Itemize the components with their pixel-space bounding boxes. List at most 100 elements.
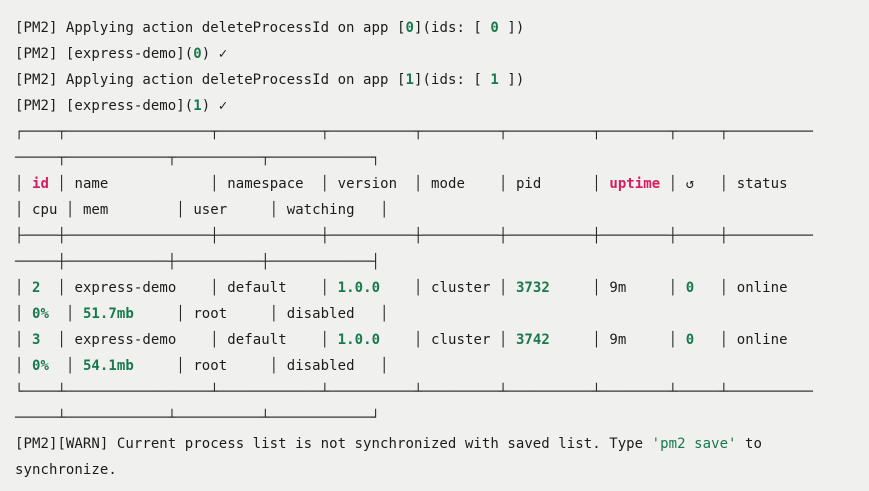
- table-row-0-secondary: │ 0% │ 51.7mb │ root │ disabled │: [15, 301, 869, 327]
- pm2-process-table: ┌────┬─────────────────┬────────────┬───…: [15, 119, 869, 431]
- log-delete-1-seg-5: ]): [498, 72, 525, 88]
- table-row-0-secondary-sep-3: │: [269, 306, 279, 322]
- warn-line-1: [PM2][WARN] Current process list is not …: [15, 431, 869, 457]
- log-done-0-seg-0: [PM2] [express-demo](: [15, 46, 194, 62]
- cell-3742: 3742: [507, 332, 593, 348]
- cell-online: online: [728, 332, 814, 348]
- log-done-0-seg-1: 0: [193, 46, 202, 62]
- table-row-1-secondary: │ 0% │ 54.1mb │ root │ disabled │: [15, 353, 869, 379]
- cell-9m: 9m: [600, 280, 669, 296]
- table-header-row-primary-sep-4: │: [414, 176, 423, 192]
- log-done-1-seg-1: 1: [193, 98, 202, 114]
- column-header-watching: watching: [278, 202, 381, 218]
- table-top-border-part-2: ─────┬────────────┬──────────┬──────────…: [15, 145, 869, 171]
- table-row-0-primary-sep-8: │: [719, 280, 729, 296]
- log-delete-1-seg-0: [PM2] Applying action deleteProcessId on…: [15, 72, 397, 88]
- cell-0: 0: [677, 332, 720, 348]
- table-row-0-primary-sep-1: │: [57, 280, 66, 296]
- column-header-status: status: [728, 176, 814, 192]
- table-bottom-border-part-2-glyphs: ─────┴────────────┴──────────┴──────────…: [15, 410, 381, 426]
- table-header-row-secondary-sep-3: │: [269, 202, 279, 218]
- log-delete-0-seg-2: 0: [405, 20, 414, 36]
- cell-1-0-0: 1.0.0: [329, 280, 415, 296]
- table-header-row-primary-sep-5: │: [498, 176, 508, 192]
- log-done-1-seg-2: ): [201, 98, 219, 114]
- log-output-block: [PM2] Applying action deleteProcessId on…: [15, 15, 869, 119]
- cell-0: 0%: [23, 358, 66, 374]
- log-done-1: [PM2] [express-demo](1) ✓: [15, 93, 869, 119]
- cell-default: default: [218, 332, 321, 348]
- table-row-0-primary-sep-4: │: [414, 280, 423, 296]
- table-row-1-primary-sep-0: │: [15, 332, 24, 348]
- table-row-1-primary-sep-6: │: [592, 332, 601, 348]
- table-row-1-primary-sep-5: │: [498, 332, 508, 348]
- log-delete-0-seg-3: ](ids: [: [414, 20, 491, 36]
- table-header-row-secondary: │ cpu │ mem │ user │ watching │: [15, 197, 869, 223]
- cell-9m: 9m: [600, 332, 669, 348]
- table-row-0-secondary-end: │: [380, 306, 389, 322]
- warn-line-1-seg-1: 'pm2 save': [651, 436, 737, 452]
- table-row-0-primary-sep-5: │: [498, 280, 508, 296]
- cell-cluster: cluster: [422, 280, 499, 296]
- column-header-name: name: [65, 176, 211, 192]
- table-bottom-border-part-2: ─────┴────────────┴──────────┴──────────…: [15, 405, 869, 431]
- warn-line-1-seg-0: [PM2][WARN] Current process list is not …: [15, 436, 652, 452]
- log-delete-1-seg-2: 1: [405, 72, 414, 88]
- cell-root: root: [184, 358, 270, 374]
- cell-0: 0%: [23, 306, 66, 322]
- table-row-1-primary-sep-4: │: [414, 332, 423, 348]
- warning-block: [PM2][WARN] Current process list is not …: [15, 431, 869, 483]
- table-row-1-secondary-end: │: [380, 358, 389, 374]
- log-done-1-seg-3: ✓: [218, 98, 228, 114]
- column-header-id: id: [23, 176, 58, 192]
- cell-root: root: [184, 306, 270, 322]
- column-header-pid: pid: [507, 176, 593, 192]
- table-header-row-primary: │ id │ name │ namespace │ version │ mode…: [15, 171, 869, 197]
- cell-online: online: [728, 280, 814, 296]
- table-row-0-primary-sep-2: │: [210, 280, 219, 296]
- column-header-version: version: [329, 176, 415, 192]
- cell-default: default: [218, 280, 321, 296]
- column-header-mem: mem: [74, 202, 177, 218]
- cell-express-demo: express-demo: [65, 280, 211, 296]
- cell-2: 2: [23, 280, 58, 296]
- cell-disabled: disabled: [278, 358, 381, 374]
- cell-3: 3: [23, 332, 58, 348]
- column-header-mode: mode: [422, 176, 499, 192]
- warn-line-1-seg-2: to: [736, 436, 763, 452]
- table-row-1-primary-sep-8: │: [719, 332, 729, 348]
- warn-line-2: synchronize.: [15, 457, 869, 483]
- column-header-user: user: [184, 202, 270, 218]
- table-header-separator-part-2: ─────┼────────────┼──────────┼──────────…: [15, 249, 869, 275]
- table-header-separator-part-2-glyphs: ─────┼────────────┼──────────┼──────────…: [15, 254, 381, 270]
- table-row-0-primary-sep-6: │: [592, 280, 601, 296]
- table-header-row-primary-sep-0: │: [15, 176, 24, 192]
- log-delete-0-seg-5: ]): [498, 20, 525, 36]
- cell-51-7mb: 51.7mb: [74, 306, 177, 322]
- table-row-1-primary-sep-2: │: [210, 332, 219, 348]
- table-top-border-part-1-glyphs: ┌────┬─────────────────┬────────────┬───…: [15, 124, 813, 140]
- table-header-row-secondary-end: │: [380, 202, 389, 218]
- table-row-1-secondary-sep-0: │: [15, 358, 24, 374]
- table-top-border-part-2-glyphs: ─────┬────────────┬──────────┬──────────…: [15, 150, 381, 166]
- log-done-0-seg-2: ): [201, 46, 219, 62]
- table-bottom-border-part-1: └────┴─────────────────┴────────────┴───…: [15, 379, 869, 405]
- log-done-0: [PM2] [express-demo](0) ✓: [15, 41, 869, 67]
- log-delete-1-seg-3: ](ids: [: [414, 72, 491, 88]
- column-header-: ↺: [677, 176, 720, 192]
- table-row-0-primary: │ 2 │ express-demo │ default │ 1.0.0 │ c…: [15, 275, 869, 301]
- cell-disabled: disabled: [278, 306, 381, 322]
- column-header-cpu: cpu: [23, 202, 66, 218]
- table-header-separator-part-1-glyphs: ├────┼─────────────────┼────────────┼───…: [15, 228, 813, 244]
- log-done-1-seg-0: [PM2] [express-demo](: [15, 98, 194, 114]
- table-header-row-primary-sep-3: │: [320, 176, 330, 192]
- cell-54-1mb: 54.1mb: [74, 358, 177, 374]
- log-done-0-seg-3: ✓: [218, 46, 228, 62]
- log-delete-0-seg-0: [PM2] Applying action deleteProcessId on…: [15, 20, 397, 36]
- cell-cluster: cluster: [422, 332, 499, 348]
- table-row-0-secondary-sep-2: │: [176, 306, 185, 322]
- table-header-row-primary-sep-8: │: [719, 176, 729, 192]
- table-header-row-secondary-sep-0: │: [15, 202, 24, 218]
- table-row-0-primary-sep-0: │: [15, 280, 24, 296]
